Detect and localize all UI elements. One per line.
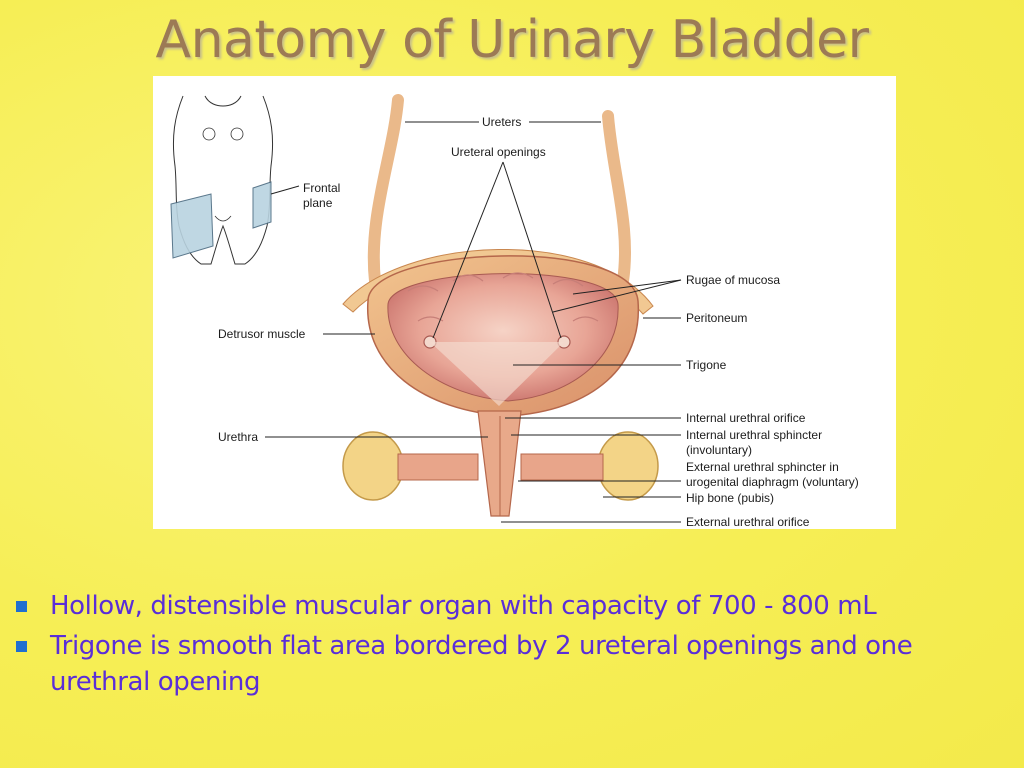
label-detrusor-muscle: Detrusor muscle [218, 327, 306, 341]
rugae-folds [407, 272, 599, 322]
frontal-plane-right [252, 181, 272, 229]
label-external-sphincter-line1: External urethral sphincter in [686, 460, 839, 474]
frontal-plane-left [170, 193, 214, 259]
label-internal-sphincter-line1: Internal urethral sphincter [686, 428, 822, 442]
bullet-text: Trigone is smooth flat area bordered by … [50, 631, 913, 697]
label-ureters: Ureters [482, 115, 521, 129]
label-frontal-plane-line1: Frontal [303, 181, 340, 195]
label-internal-urethral-orifice: Internal urethral orifice [686, 411, 806, 425]
urogenital-diaphragm-right [520, 453, 604, 481]
square-bullet-icon [16, 601, 27, 612]
label-internal-sphincter-line2: (involuntary) [686, 443, 752, 457]
square-bullet-icon [16, 641, 27, 652]
label-trigone: Trigone [686, 358, 727, 372]
bullet-item: Trigone is smooth flat area bordered by … [10, 628, 1015, 700]
hip-bone-right [597, 431, 659, 501]
hip-bone-left [342, 431, 404, 501]
urogenital-diaphragm-left [397, 453, 479, 481]
label-rugae: Rugae of mucosa [686, 273, 780, 287]
label-frontal-plane-line2: plane [303, 196, 333, 210]
bullet-text: Hollow, distensible muscular organ with … [50, 591, 877, 621]
label-hip-bone: Hip bone (pubis) [686, 491, 774, 505]
bullet-item: Hollow, distensible muscular organ with … [10, 588, 1015, 624]
bladder-diagram: Ureters Ureteral openings Frontal plane … [170, 94, 859, 529]
label-peritoneum: Peritoneum [686, 311, 747, 325]
right-ureter [602, 110, 631, 287]
label-ureteral-openings: Ureteral openings [451, 145, 546, 159]
label-urethra: Urethra [218, 430, 258, 444]
slide-title: Anatomy of Urinary Bladder [155, 10, 869, 70]
label-external-sphincter-line2: urogenital diaphragm (voluntary) [686, 475, 859, 489]
left-ureter [367, 94, 404, 287]
trigone-area [430, 342, 564, 406]
label-external-urethral-orifice: External urethral orifice [686, 515, 810, 529]
torso-outline [172, 95, 274, 265]
bullet-list: Hollow, distensible muscular organ with … [10, 588, 1015, 704]
leader-lines [265, 121, 682, 523]
bladder-figure: Ureters Ureteral openings Frontal plane … [153, 76, 896, 529]
